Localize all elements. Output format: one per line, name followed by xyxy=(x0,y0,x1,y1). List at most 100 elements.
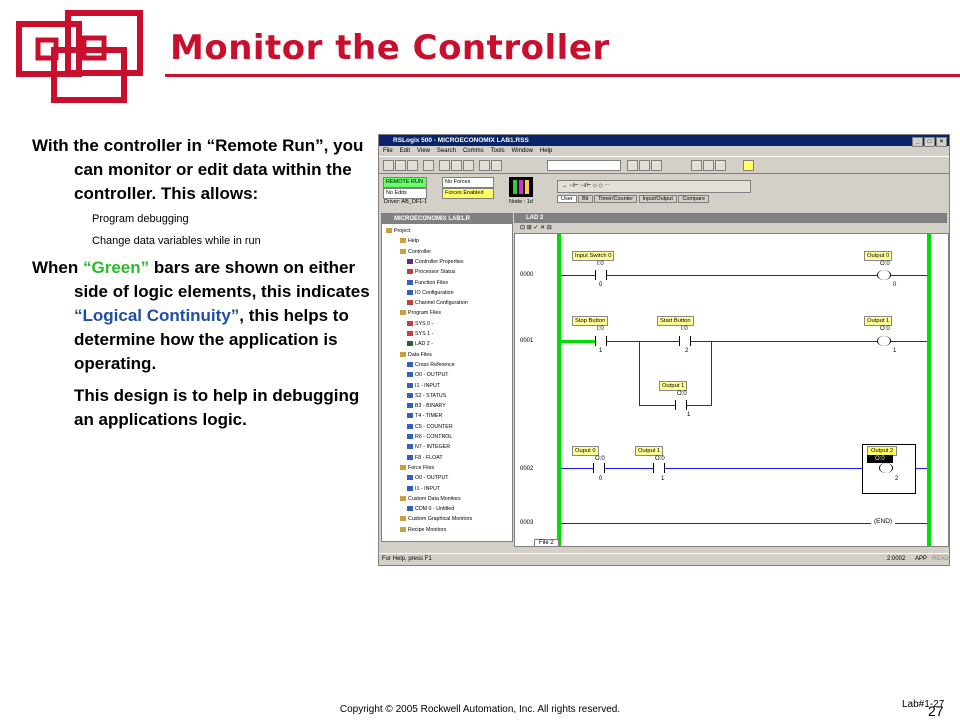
menu-view[interactable]: View xyxy=(417,148,430,154)
text-segment: bars are shown on either side of logic e… xyxy=(74,258,370,301)
menu-search[interactable]: Search xyxy=(436,148,456,154)
coil-output-0[interactable] xyxy=(877,270,891,280)
paste-icon[interactable] xyxy=(463,160,474,171)
tree-item-label: R6 - CONTROL xyxy=(415,434,453,440)
menu-help[interactable]: Help xyxy=(539,148,553,154)
tree-item[interactable]: S2 - STATUS xyxy=(407,393,446,399)
tree-item[interactable]: Program Files xyxy=(400,310,441,316)
tree-item-label: SYS 0 - xyxy=(415,320,434,327)
tab-user[interactable]: User xyxy=(557,195,577,203)
tree-item[interactable]: Controller xyxy=(400,249,431,255)
file-tab[interactable]: File 2 xyxy=(534,539,559,547)
tree-item[interactable]: T4 - TIMER xyxy=(407,413,442,419)
tree-item[interactable]: SYS 0 - xyxy=(407,321,433,327)
label-start-button: Start Button xyxy=(657,316,694,326)
redo-icon[interactable] xyxy=(491,160,502,171)
tab-timer-counter[interactable]: Timer/Counter xyxy=(594,195,638,203)
menu-window[interactable]: Window xyxy=(511,148,533,154)
ladder-editor[interactable]: 0000 Input Switch 0 I:0 0 Output 0 O:0 0… xyxy=(514,233,949,547)
tree-item[interactable]: LAD 2 - xyxy=(407,341,433,347)
contact-output-1[interactable] xyxy=(675,400,687,410)
tab-input-output[interactable]: Input/Output xyxy=(638,195,677,203)
contact-input-switch-0[interactable] xyxy=(595,270,607,280)
coil-output-1[interactable] xyxy=(877,336,891,346)
tree-item[interactable]: Custom Data Monitors xyxy=(400,496,461,502)
tree-item-label: B3 - BINARY xyxy=(415,403,446,410)
tree-node-icon xyxy=(400,248,406,254)
page-title: Monitor the Controller xyxy=(170,28,610,68)
tree-item[interactable]: R6 - CONTROL xyxy=(407,434,452,440)
tree-item[interactable]: Force Files xyxy=(400,465,434,471)
tree-node-icon xyxy=(407,506,413,512)
tree-item[interactable]: O0 - OUTPUT xyxy=(407,372,449,378)
tree-item[interactable]: Channel Configuration xyxy=(407,300,468,306)
undo-icon[interactable] xyxy=(479,160,490,171)
tree-item[interactable]: B3 - BINARY xyxy=(407,403,446,409)
tree-item[interactable]: I1 - INPUT xyxy=(407,486,440,492)
tree-item[interactable]: Data Files xyxy=(400,352,432,358)
tree-item[interactable]: Custom Graphical Monitors xyxy=(400,516,472,522)
menu-file[interactable]: File xyxy=(383,148,393,154)
tree-node-icon xyxy=(400,464,406,470)
tab-bit[interactable]: Bit xyxy=(578,195,593,203)
bit-number: 2 xyxy=(685,348,689,354)
tree-item[interactable]: CDM 0 - Untitled xyxy=(407,506,454,512)
close-button[interactable]: × xyxy=(936,137,947,147)
tree-item[interactable]: Controller Properties xyxy=(407,259,464,265)
contact-start-button[interactable] xyxy=(679,336,691,346)
tree-item-label: I1 - INPUT xyxy=(415,382,441,389)
tree-item[interactable]: F8 - FLOAT xyxy=(407,455,443,461)
new-file-icon[interactable] xyxy=(383,160,394,171)
tree-item[interactable]: Processor Status xyxy=(407,269,455,275)
window-icon[interactable] xyxy=(715,160,726,171)
add-icon[interactable] xyxy=(743,160,754,171)
maximize-button[interactable]: □ xyxy=(924,137,935,147)
tree-item-label: Controller xyxy=(408,248,431,255)
tree-item[interactable]: C5 - COUNTER xyxy=(407,424,453,430)
tree-item-label: Custom Graphical Monitors xyxy=(408,516,473,523)
menu-edit[interactable]: Edit xyxy=(399,148,411,154)
tree-node-icon xyxy=(407,413,413,419)
tab-compare[interactable]: Compare xyxy=(678,195,710,203)
end-instruction[interactable]: (END) xyxy=(871,518,896,525)
tree-item[interactable]: IO Configuration xyxy=(407,290,454,296)
contact-stop-button[interactable] xyxy=(595,336,607,346)
tree-item[interactable]: Cross Reference xyxy=(407,362,455,368)
zoom-in-icon[interactable] xyxy=(691,160,702,171)
print-icon[interactable] xyxy=(423,160,434,171)
tree-item[interactable]: SYS 1 - xyxy=(407,331,433,337)
tree-item[interactable]: O0 - OUTPUT xyxy=(407,475,449,481)
tree-item-label: LAD 2 - xyxy=(415,341,433,348)
contact-output-1-r2[interactable] xyxy=(653,463,665,473)
contact-ouput-0[interactable] xyxy=(593,463,605,473)
tree-item[interactable]: Function Files xyxy=(407,280,448,286)
search-combo[interactable] xyxy=(547,160,621,171)
run-animation-icon xyxy=(509,177,533,197)
tree-item[interactable]: Help xyxy=(400,238,419,244)
cut-icon[interactable] xyxy=(439,160,450,171)
tree-item[interactable]: I1 - INPUT xyxy=(407,383,440,389)
project-window-title: MICROECONOMIX LAB1.R xyxy=(394,216,471,222)
coil-output-2[interactable] xyxy=(879,463,893,473)
energized-wire xyxy=(561,340,601,343)
tree-item[interactable]: Project xyxy=(386,228,411,234)
open-folder-icon[interactable] xyxy=(395,160,406,171)
tree-item[interactable]: Recipe Monitors xyxy=(400,527,446,533)
minimize-button[interactable]: _ xyxy=(912,137,923,147)
project-window-titlebar: MICROECONOMIX LAB1.R xyxy=(382,214,512,224)
mode-indicator[interactable]: REMOTE RUN xyxy=(383,177,427,188)
verify-all-icon[interactable] xyxy=(639,160,650,171)
menu-comms[interactable]: Comms xyxy=(462,148,484,154)
tree-node-icon xyxy=(407,403,413,409)
zoom-out-icon[interactable] xyxy=(703,160,714,171)
tree-item[interactable]: N7 - INTEGER xyxy=(407,444,450,450)
find-icon[interactable] xyxy=(651,160,662,171)
menu-tools[interactable]: Tools xyxy=(490,148,505,154)
forces-enabled-indicator: Forces Enabled xyxy=(442,188,494,199)
tree-node-icon xyxy=(407,372,413,378)
verify-icon[interactable] xyxy=(627,160,638,171)
copy-icon[interactable] xyxy=(451,160,462,171)
tree-item-label: F8 - FLOAT xyxy=(415,454,443,461)
label-stop-button: Stop Button xyxy=(572,316,609,326)
save-icon[interactable] xyxy=(407,160,418,171)
